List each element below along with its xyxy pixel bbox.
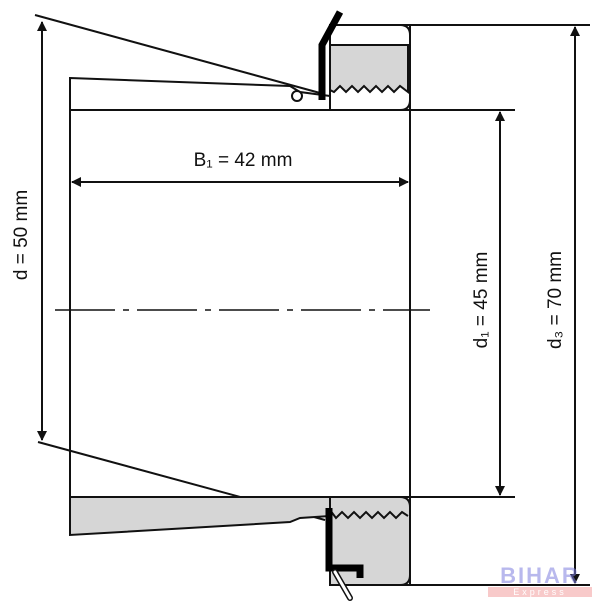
watermark-logo: BIHAR Express	[488, 565, 592, 601]
watermark-subtitle: Express	[488, 587, 592, 597]
d-label: d = 50 mm	[11, 190, 32, 280]
b1-label: B₁ = 42 mm	[194, 150, 293, 171]
d1-label: d₁ = 45 mm	[471, 252, 492, 349]
bottom-lock-washer	[325, 508, 364, 578]
bottom-nut-thread	[329, 509, 409, 520]
top-lock-washer	[318, 10, 344, 100]
top-nut-thread	[329, 44, 409, 94]
d-top-extension	[34, 14, 321, 94]
d3-label: d₃ = 70 mm	[545, 251, 566, 349]
bottom-nut	[329, 496, 411, 586]
watermark-title: BIHAR	[500, 563, 580, 588]
